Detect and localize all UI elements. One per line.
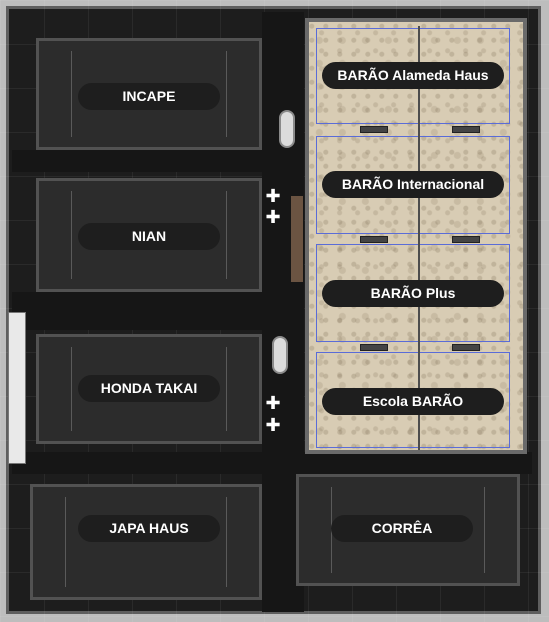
- bench: [452, 126, 480, 133]
- label-correa[interactable]: CORRÊA: [331, 515, 473, 542]
- lower-cross-corridor: [12, 452, 532, 474]
- label-incape[interactable]: INCAPE: [78, 83, 220, 110]
- sand-court-alameda-haus[interactable]: [316, 28, 510, 124]
- label-escola-barao[interactable]: Escola BARÃO: [322, 388, 504, 415]
- bench: [360, 344, 388, 351]
- sand-courts-area: [305, 18, 527, 454]
- bench: [360, 126, 388, 133]
- toilet-icon: [279, 110, 295, 148]
- middle-cross-corridor: [12, 292, 304, 330]
- tree-icon: ✚: [265, 186, 281, 206]
- label-honda-takai[interactable]: HONDA TAKAI: [78, 375, 220, 402]
- label-barao-alameda-haus[interactable]: BARÃO Alameda Haus: [322, 62, 504, 89]
- sand-court-plus[interactable]: [316, 244, 510, 342]
- label-barao-internacional[interactable]: BARÃO Internacional: [322, 171, 504, 198]
- tree-icon: ✚: [265, 415, 281, 435]
- label-japa-haus[interactable]: JAPA HAUS: [78, 515, 220, 542]
- label-nian[interactable]: NIAN: [78, 223, 220, 250]
- tree-icon: ✚: [265, 393, 281, 413]
- side-bleachers: [8, 312, 26, 464]
- label-barao-plus[interactable]: BARÃO Plus: [322, 280, 504, 307]
- wooden-walkway: [291, 196, 303, 282]
- upper-cross-corridor: [12, 150, 304, 172]
- bench: [452, 236, 480, 243]
- bench: [452, 344, 480, 351]
- court-japa-haus[interactable]: [30, 484, 262, 600]
- toilet-icon: [272, 336, 288, 374]
- sand-court-internacional[interactable]: [316, 136, 510, 234]
- sand-court-escola[interactable]: [316, 352, 510, 448]
- bench: [360, 236, 388, 243]
- sand-net-line: [418, 26, 420, 450]
- tree-icon: ✚: [265, 207, 281, 227]
